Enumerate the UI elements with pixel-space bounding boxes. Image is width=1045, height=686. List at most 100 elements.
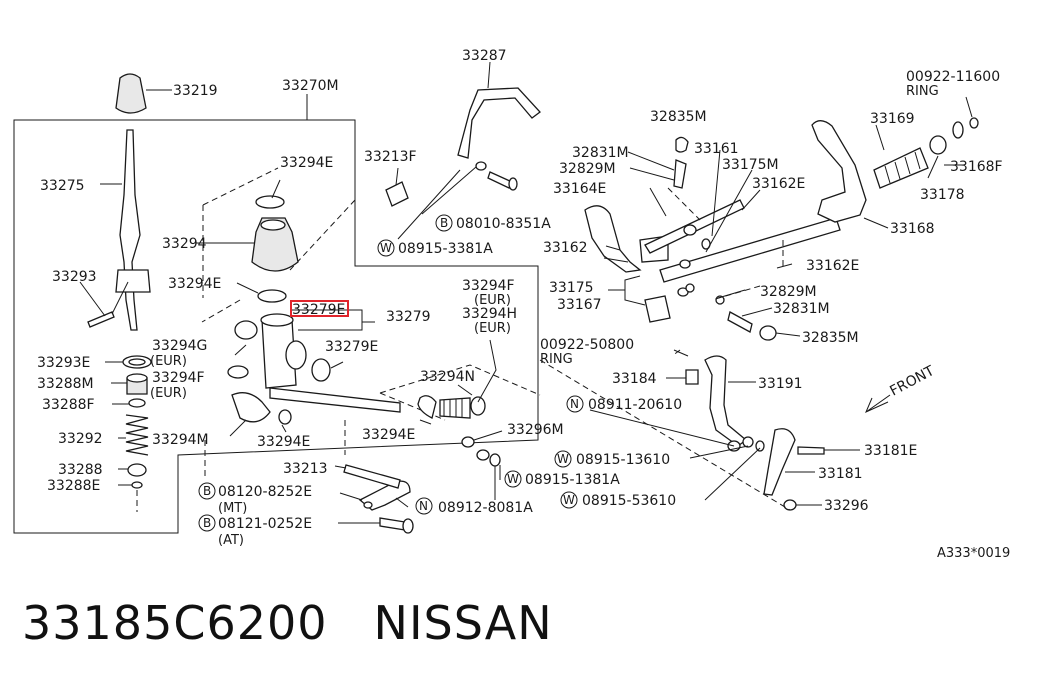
callout-08915-3381a: 08915-3381A [398, 241, 493, 257]
assembly-frame [13, 119, 539, 534]
callout-33167: 33167 [557, 297, 602, 313]
callout-33169: 33169 [870, 111, 915, 127]
callout-33178: 33178 [920, 187, 965, 203]
w-marker-icon: W [554, 450, 572, 468]
n-marker-icon: N [566, 395, 584, 413]
callout-note: (EUR) [474, 293, 511, 308]
callout-33294g: 33294G [152, 338, 207, 354]
diagram-code: A333*0019 [937, 546, 1010, 561]
n-marker-icon: N [415, 497, 433, 515]
callout-00922-11600: 00922-11600 [906, 69, 1000, 85]
boot-part [251, 217, 299, 272]
callout-32835m: 32835M [802, 330, 859, 346]
callout-33292: 33292 [58, 431, 103, 447]
part-footer: 33185C6200 NISSAN [22, 596, 599, 650]
svg-text:N: N [419, 499, 428, 513]
w-marker-icon: W [560, 491, 578, 509]
callout-33287: 33287 [462, 48, 507, 64]
callout-33164e: 33164E [553, 181, 606, 197]
b-marker-icon: B [198, 514, 216, 532]
w-marker-icon: W [504, 470, 522, 488]
callout-33296: 33296 [824, 498, 869, 514]
striking-lever-part [811, 120, 867, 223]
callout-33288m: 33288M [37, 376, 94, 392]
svg-text:W: W [563, 493, 575, 507]
brand-name: NISSAN [373, 596, 553, 650]
callout-33294e: 33294E [257, 434, 310, 450]
w-marker-icon: W [377, 239, 395, 257]
callout-08912-8081a: 08912-8081A [438, 500, 533, 516]
callout-32831m: 32831M [572, 145, 629, 161]
callout-33293e: 33293E [37, 355, 90, 371]
callout-33162: 33162 [543, 240, 588, 256]
callout-08911-20610: 08911-20610 [588, 397, 682, 413]
callout-33288: 33288 [58, 462, 103, 478]
callout-00922-50800: 00922-50800 [540, 337, 634, 353]
callout-33294e: 33294E [168, 276, 221, 292]
callout-33279e: 33279E [325, 339, 378, 355]
callout-32831m: 32831M [773, 301, 830, 317]
callout-33161: 33161 [694, 141, 739, 157]
callout-33162e: 33162E [806, 258, 859, 274]
callout-33175: 33175 [549, 280, 594, 296]
callout-33288f: 33288F [42, 397, 95, 413]
control-lever-part [704, 355, 748, 447]
b-marker-icon: B [198, 482, 216, 500]
callout-33279: 33279 [386, 309, 431, 325]
callout-33294f: 33294F [152, 370, 205, 386]
callout-33168f: 33168F [950, 159, 1003, 175]
svg-text:N: N [570, 397, 579, 411]
callout-08010-8351a: 08010-8351A [456, 216, 551, 232]
callout-33175m: 33175M [722, 157, 779, 173]
callout-08915-53610: 08915-53610 [582, 493, 676, 509]
svg-text:W: W [507, 472, 519, 486]
callout-33294f: 33294F [462, 278, 515, 294]
callout-33293: 33293 [52, 269, 97, 285]
callout-33168: 33168 [890, 221, 935, 237]
svg-text:B: B [440, 216, 448, 230]
part-number: 33185C6200 [22, 596, 328, 650]
svg-text:B: B [203, 484, 211, 498]
svg-text:W: W [557, 452, 569, 466]
b-marker-icon: B [435, 214, 453, 232]
callout-33181e: 33181E [864, 443, 917, 459]
callout-33184: 33184 [612, 371, 657, 387]
callout-33219: 33219 [173, 83, 218, 99]
callout-08120-8252e: 08120-8252E [218, 484, 312, 500]
callout-33296m: 33296M [507, 422, 564, 438]
callout-33288e: 33288E [47, 478, 100, 494]
svg-text:B: B [203, 516, 211, 530]
highlight-box [290, 300, 349, 317]
callout-note: (MT) [218, 501, 247, 516]
callout-32829m: 32829M [559, 161, 616, 177]
callout-33279e-highlighted: 33279E [292, 302, 345, 318]
callout-33181: 33181 [818, 466, 863, 482]
callout-33294h: 33294H [462, 306, 517, 322]
callout-33294: 33294 [162, 236, 207, 252]
callout-33213f: 33213F [364, 149, 417, 165]
front-arrow-icon [865, 394, 891, 413]
support-bracket-part [457, 87, 541, 159]
shift-knob-part [115, 73, 147, 114]
callout-33162e: 33162E [752, 176, 805, 192]
callout-33275: 33275 [40, 178, 85, 194]
shift-lever-part [119, 129, 141, 331]
callout-08121-0252e: 08121-0252E [218, 516, 312, 532]
callout-32829m: 32829M [760, 284, 817, 300]
front-label: FRONT [887, 363, 937, 400]
callout-33294e: 33294E [280, 155, 333, 171]
callout-33294n: 33294N [420, 369, 475, 385]
callout-08915-13610: 08915-13610 [576, 452, 670, 468]
callout-33270m: 33270M [282, 78, 339, 94]
callout-note: (EUR) [474, 321, 511, 336]
callout-33213: 33213 [283, 461, 328, 477]
callout-32835m: 32835M [650, 109, 707, 125]
callout-ring: RING [540, 352, 573, 367]
callout-33294m: 33294M [152, 432, 209, 448]
callout-33294e: 33294E [362, 427, 415, 443]
shift-fork-part [584, 205, 642, 273]
callout-33191: 33191 [758, 376, 803, 392]
callout-08915-1381a: 08915-1381A [525, 472, 620, 488]
svg-text:W: W [380, 241, 392, 255]
